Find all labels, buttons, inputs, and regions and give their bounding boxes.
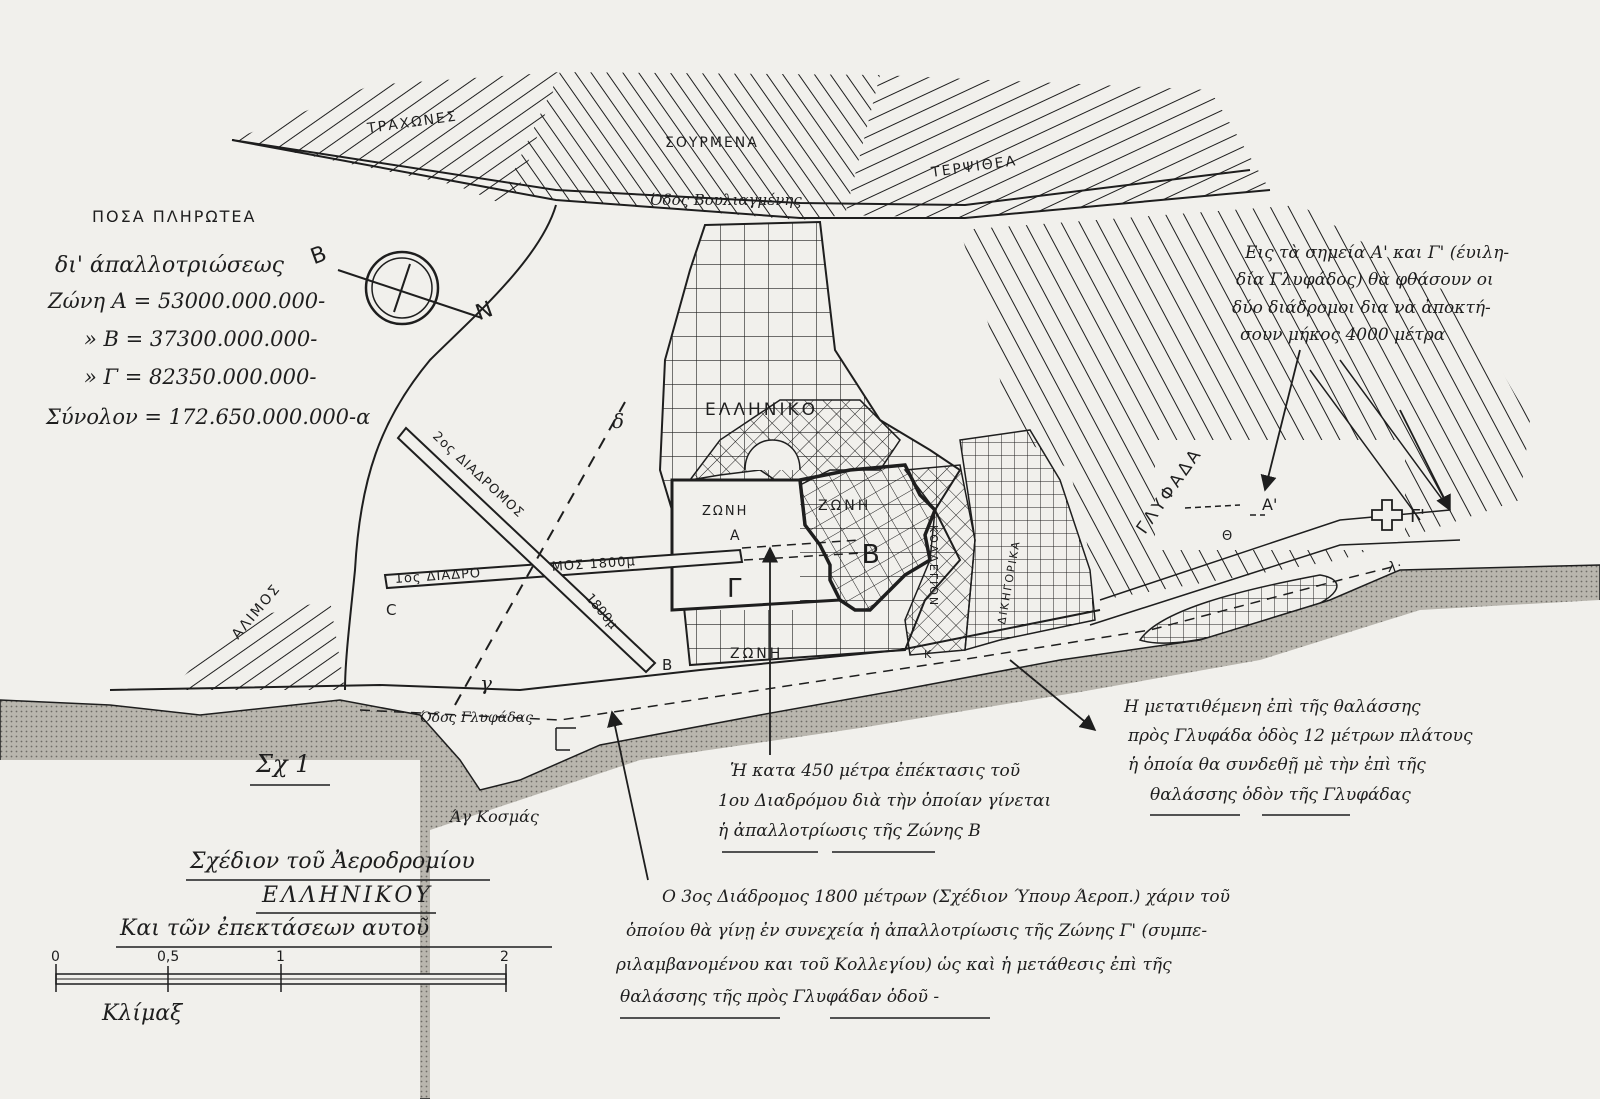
arrow-road-note	[1009, 659, 1097, 732]
payments-row: » Β = 37300.000.000-	[84, 327, 317, 351]
cross-mark-icon	[1371, 499, 1403, 531]
label-zone-g-letter: Γ	[727, 574, 742, 604]
fig-label: Σχ 1	[255, 750, 310, 778]
title-line-2: ΕΛΛΗΝΙΚΟΥ	[261, 883, 433, 908]
airport-boundary-west	[344, 204, 557, 691]
compass-rose	[337, 250, 483, 326]
scale-label: Κλίμαξ	[101, 1001, 184, 1026]
glyfada-hatch-mask	[1155, 440, 1405, 550]
label-elliniko: ΕΛΛΗΝΙΚΟ	[705, 400, 818, 420]
title-line-3: Και τῶν ἐπεκτάσεων αυτοῦ	[119, 916, 429, 941]
compass-south-label: Ν	[472, 297, 496, 326]
label-delta: δ	[612, 409, 624, 433]
label-runway-1b: ΜΟΣ 1800μ	[551, 554, 636, 575]
label-c-mark: C	[386, 601, 396, 619]
scale-tick-label: 1	[276, 949, 285, 965]
compass-north-label: Β	[307, 241, 330, 270]
payments-subheading: δι' άπαλλοτριώσεως	[55, 253, 285, 278]
scale-tick-label: 0,5	[157, 949, 179, 965]
extension-note-line: ἡ ἀπαλλοτρίωσις τῆς Ζώνης Β	[718, 821, 981, 841]
alimos-area	[170, 600, 345, 690]
runway-2	[396, 426, 657, 674]
payments-row: » Γ = 82350.000.000-	[84, 365, 316, 389]
c-bracket-icon	[555, 727, 576, 751]
label-vouliagmenis: Όδος Βουλιαγμένης	[650, 191, 802, 209]
runway-3	[454, 401, 626, 706]
scale-bar	[55, 964, 507, 992]
third-runway-note-line: ὁποίου θὰ γίνῃ ἐν συνεχεία ἡ ἀπαλλοτρίωσ…	[626, 921, 1207, 941]
points-note-line: δύο διάδρομοι δια νὰ ἀποκτή-	[1232, 298, 1491, 318]
label-point-g: Γ'	[1410, 506, 1425, 527]
road-note-line: ἡ ὁποία θα συνδεθῇ μὲ τὴν ἐπὶ τῆς	[1128, 755, 1426, 775]
label-sourmena: ΣΟΥΡΜΕΝΑ	[665, 135, 759, 151]
label-theta: Θ	[1222, 529, 1232, 544]
points-note-line: δία Γλυφάδος) θὰ φθάσουν οι	[1236, 270, 1494, 290]
kollegion-block	[903, 464, 976, 656]
glyfadas-road	[109, 609, 1101, 692]
extension-note-line: 1ου Διαδρόμου διὰ τὴν ὁποίαν γίνεται	[718, 791, 1051, 811]
title-line-1: Σχέδιον τοῦ Ἀεροδρομίου	[189, 849, 475, 874]
paper-below-sea	[0, 760, 420, 1099]
payments-row: Ζώνη Α = 53000.000.000-	[47, 289, 325, 313]
label-kappa: Κ	[924, 648, 932, 661]
third-runway-note-line: ριλαμβανομένου και τοῦ Κολλεγίου) ὡς καὶ…	[615, 955, 1172, 975]
arrow-points-note	[1260, 349, 1301, 492]
scale-tick-label: 2	[500, 949, 509, 965]
road-note-line: πρὸς Γλυφάδα ὁδὸς 12 μέτρων πλάτους	[1127, 726, 1473, 746]
glyfada-parallel-road	[1309, 359, 1451, 521]
dikigoriki-block	[959, 429, 1096, 652]
label-glyfadas-road: Όδος Γλυφάδας	[420, 710, 533, 726]
road-note-line: θαλάσσης ὁδὸν τῆς Γλυφάδας	[1150, 785, 1411, 805]
sourmena-area	[505, 72, 880, 220]
scale-tick-label: 0	[51, 949, 60, 965]
zone-a-outline	[670, 478, 843, 612]
terpsithea-area	[845, 75, 1270, 218]
road-note-line: Η μετατιθέμενη ἐπὶ τῆς θαλάσσης	[1123, 697, 1421, 717]
third-runway-note-line: Ο 3ος Διάδρομος 1800 μέτρων (Σχέδιον Ύπο…	[662, 887, 1230, 907]
points-note-line: Εις τὰ σημεία Α' και Γ' (έυιλη-	[1244, 243, 1509, 263]
payments-heading: ΠΟΣΑ ΠΛΗΡΩΤΕΑ	[92, 207, 256, 226]
label-ag-kosmas: Άγ Κοσμάς	[448, 807, 539, 826]
label-zone-a-letter: Α	[730, 528, 740, 544]
runway-1	[383, 548, 744, 590]
elliniko-arch	[744, 439, 801, 471]
label-zone-b-letter: Β	[862, 540, 880, 570]
arrow-third-runway-note	[607, 710, 649, 881]
label-lambda: λ	[1388, 560, 1396, 576]
label-kollegion: ΚΟΛΛΕΓΙΟΝ	[927, 525, 940, 607]
payments-row: Σύνολον = 172.650.000.000-α	[45, 405, 370, 429]
vouliagmenis-road	[231, 139, 1271, 219]
label-zone-g: ΖΩΝΗ	[730, 646, 783, 662]
points-note-line: σουν μήκος 4000 μέτρα	[1240, 325, 1446, 345]
label-gamma: γ	[480, 671, 492, 695]
label-zone-a: ΖΩΝΗ	[702, 504, 748, 519]
third-runway-note-line: θαλάσσης τῆς πρὸς Γλυφάδαν ὁδοῦ -	[620, 987, 939, 1007]
sea-south-mask	[430, 600, 1600, 1099]
label-point-a: Α'	[1262, 495, 1277, 514]
arrow-g-point	[1399, 409, 1451, 512]
point-a-marker-icon	[1184, 504, 1265, 516]
glyfada-coast-road	[1089, 509, 1461, 626]
extension-note-line: Ἡ κατα 450 μέτρα ἐπέκτασις τοῦ	[730, 761, 1020, 781]
trachones-area	[232, 72, 560, 205]
label-zone-b: ΖΩΝΗ	[818, 498, 871, 514]
label-runway-1a: 1ος ΔΙΑΔΡΟ	[394, 566, 481, 587]
label-beta: Β	[662, 656, 672, 674]
glyfadas-road-new	[359, 564, 1401, 721]
